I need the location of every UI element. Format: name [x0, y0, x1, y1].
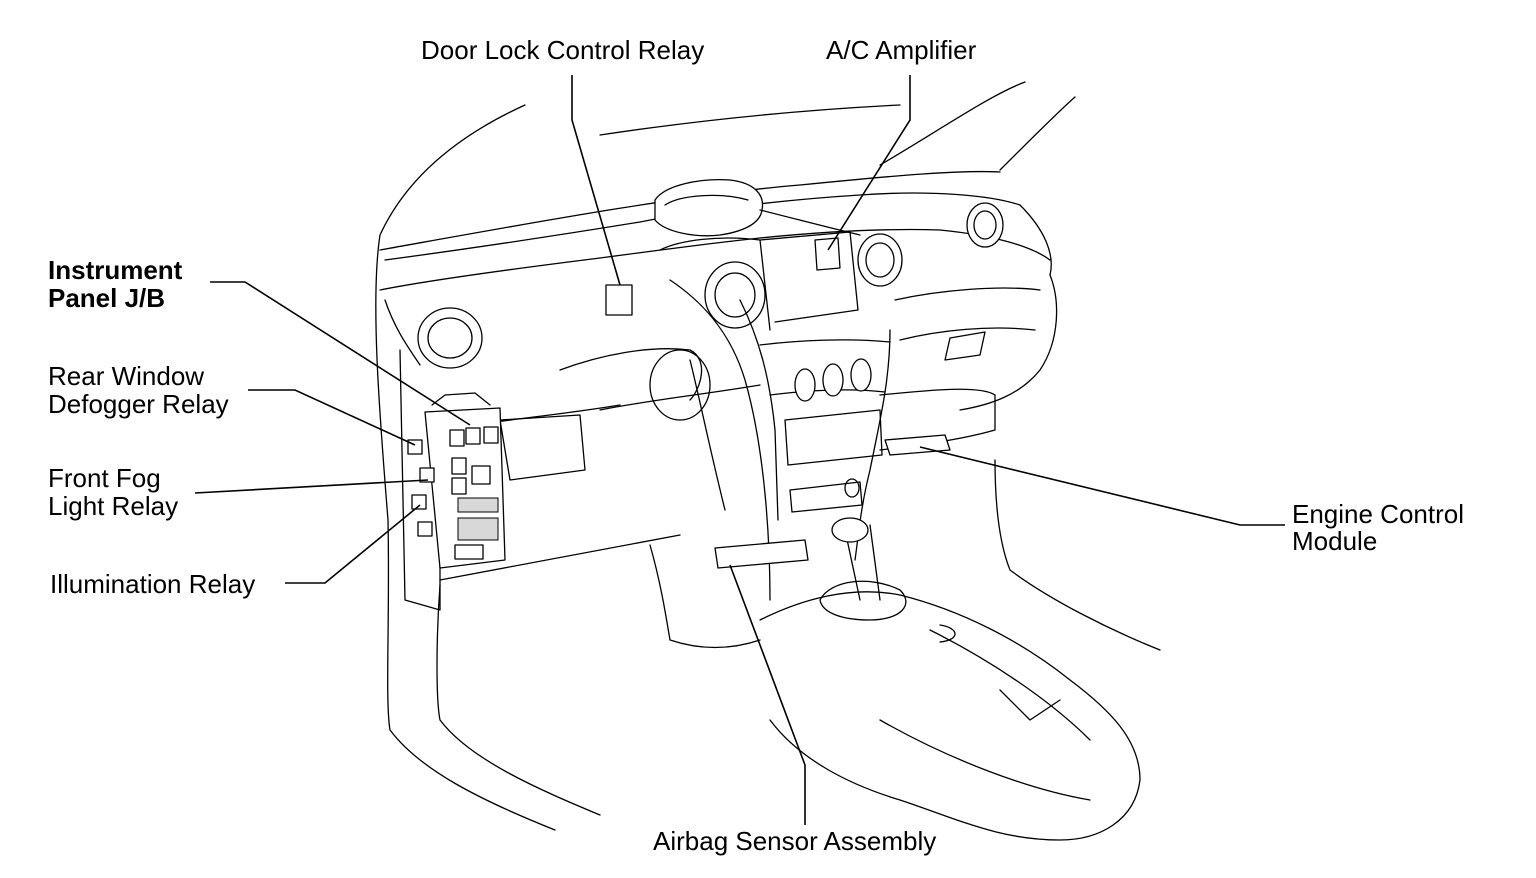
shifter-console: [649, 517, 1141, 841]
label-door-lock-control-relay: Door Lock Control Relay: [421, 35, 705, 65]
dashboard-top: [379, 192, 1058, 411]
door-frame-outline: [375, 104, 601, 831]
leader-door-lock: [571, 75, 621, 286]
label-airbag-sensor-assembly: Airbag Sensor Assembly: [653, 826, 937, 856]
center-stack: [759, 339, 891, 513]
right-door-edge: [994, 459, 1161, 651]
label-front-fog-line1: Front Fog: [48, 463, 161, 493]
left-vent: [417, 307, 483, 369]
center-binnacle: [654, 179, 861, 331]
label-front-fog-line2: Light Relay: [48, 491, 179, 521]
leader-front-fog: [194, 479, 429, 494]
label-illumination-relay: Illumination Relay: [50, 569, 256, 599]
label-instrument-panel-jb-line2: Panel J/B: [48, 283, 166, 313]
leader-airbag: [729, 564, 806, 825]
lower-dash-left: [439, 348, 761, 581]
windshield-cowl: [379, 81, 1076, 251]
label-instrument-panel-jb-line1: Instrument: [48, 255, 183, 285]
round-vents: [704, 202, 1004, 329]
leader-lines: [194, 75, 1285, 825]
label-rear-window-line1: Rear Window: [48, 361, 205, 391]
leader-ecm: [919, 446, 1285, 526]
leader-illumination: [285, 504, 421, 584]
instrument-panel-jb-box: [407, 392, 506, 569]
glovebox: [879, 287, 1041, 451]
label-ac-amplifier: A/C Amplifier: [826, 35, 977, 65]
leader-jb: [210, 281, 471, 426]
leader-ac-amp: [827, 75, 911, 251]
door-lock-relay-box: [605, 284, 633, 316]
label-ecm-line2: Module: [1292, 526, 1378, 556]
airbag-sensor-box: [714, 539, 809, 569]
leader-rear-window: [248, 389, 416, 446]
label-rear-window-line2: Defogger Relay: [48, 389, 229, 419]
ac-amplifier-box: [814, 237, 841, 271]
label-ecm-line1: Engine Control: [1292, 499, 1464, 529]
